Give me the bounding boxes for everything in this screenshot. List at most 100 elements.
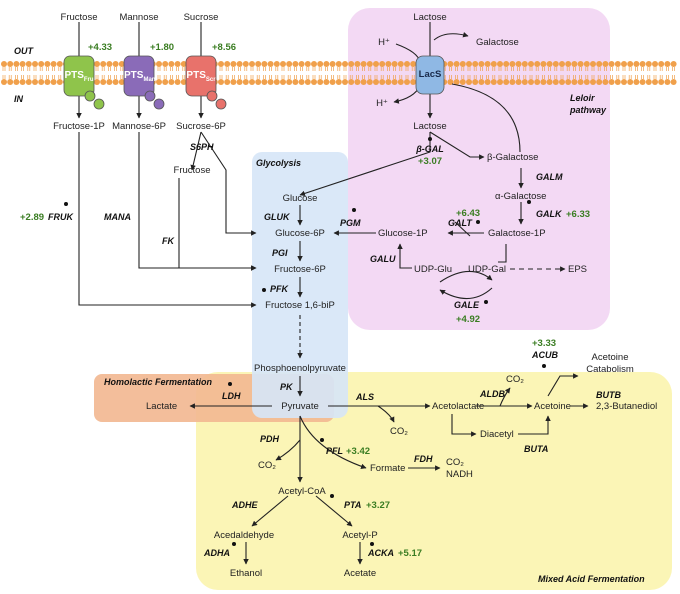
lipid-head	[32, 79, 38, 85]
lipid-head	[180, 79, 187, 85]
lipid-head	[373, 79, 379, 85]
lipid-tail	[380, 67, 384, 71]
lipid-tail	[8, 67, 12, 71]
lipid-tail	[622, 75, 626, 79]
lipid-head	[112, 79, 119, 85]
lipid-head	[466, 79, 472, 85]
acetoine-catabolism-1: Acetoine	[591, 352, 629, 363]
lipid-tail	[486, 67, 489, 71]
lipid-head	[478, 79, 485, 85]
arrow-galt-side	[454, 221, 471, 237]
lipid-tail	[39, 67, 43, 71]
lipid-head	[583, 79, 590, 85]
pts-man-transporter	[123, 55, 165, 110]
lipid-tail	[641, 75, 644, 79]
lipid-tail	[473, 67, 477, 71]
lipid-tail	[182, 75, 186, 79]
lipid-tail	[275, 75, 279, 79]
lipid-tail	[33, 67, 37, 71]
co2-fdh: CO₂	[446, 457, 464, 468]
lipid-head	[515, 79, 522, 85]
lipid-tail	[542, 67, 545, 71]
formate: Formate	[370, 463, 406, 474]
gale-enzyme: GALE	[454, 300, 480, 310]
lipid-tail	[666, 75, 669, 79]
pts-man-fold: +1.80	[150, 42, 175, 53]
lipid-head	[633, 61, 640, 67]
lipid-head	[602, 79, 609, 85]
phosphoenolpyruvate: Phosphoenolpyruvate	[254, 363, 346, 374]
co2-aldb: CO₂	[506, 374, 524, 385]
lipid-head	[645, 79, 652, 85]
lipid-head	[621, 79, 627, 85]
leloir-label: Leloir pathway	[570, 93, 607, 115]
lipid-head	[404, 79, 410, 85]
lipid-head	[379, 61, 386, 67]
lipid-tail	[399, 75, 403, 79]
lipid-head	[329, 61, 336, 67]
lipid-head	[335, 61, 342, 67]
lipid-tail	[95, 67, 99, 71]
lipid-head	[559, 61, 565, 67]
lipid-tail	[238, 67, 241, 71]
mannose-out: Mannose	[119, 12, 159, 23]
lipid-tail	[170, 75, 173, 79]
lipid-tail	[610, 75, 613, 79]
glucose-1p: Glucose-1P	[378, 228, 428, 239]
lipid-head	[404, 61, 410, 67]
galk-fold: +6.33	[566, 209, 591, 220]
lipid-head	[56, 61, 63, 67]
arrow-acetylcoa-acetylp	[315, 495, 353, 527]
lipid-tail	[269, 67, 272, 71]
lactose-out: Lactose	[413, 12, 447, 23]
lipid-tail	[511, 75, 514, 79]
lipid-head	[94, 61, 100, 67]
lipid-head	[410, 79, 417, 85]
acub-fold: +3.33	[532, 338, 557, 349]
lipid-head	[670, 61, 677, 67]
beta-galactose: β-Galactose	[487, 152, 539, 163]
lipid-tail	[628, 75, 632, 79]
lipid-head	[25, 79, 32, 85]
fruk-enzyme: FRUK	[48, 212, 73, 222]
lipid-head	[633, 79, 640, 85]
lipid-head	[366, 61, 373, 67]
lipid-head	[379, 79, 386, 85]
lipid-tail	[628, 67, 632, 71]
lipid-head	[577, 61, 584, 67]
lipid-head	[311, 61, 317, 67]
lipid-head	[497, 79, 503, 85]
lipid-tail	[269, 75, 272, 79]
co2-pdh: CO₂	[258, 460, 276, 471]
acetoine-catabolism-2: Catabolism	[586, 364, 634, 375]
lipid-tail	[374, 67, 378, 71]
lipid-tail	[597, 75, 601, 79]
lipid-head	[571, 79, 578, 85]
lipid-tail	[356, 75, 359, 79]
arrow-als-co2	[377, 405, 395, 423]
pfl-fold: +3.42	[346, 446, 371, 457]
fruk-marker	[64, 202, 68, 206]
lipid-head	[596, 61, 603, 67]
lipid-tail	[622, 67, 626, 71]
lipid-head	[391, 61, 398, 67]
lipid-head	[7, 79, 14, 85]
lipid-head	[546, 79, 553, 85]
lipid-tail	[449, 67, 452, 71]
lipid-tail	[554, 75, 558, 79]
lipid-tail	[560, 75, 564, 79]
gale-marker	[484, 300, 488, 304]
adha-enzyme: ADHA	[204, 548, 230, 558]
lipid-tail	[535, 67, 539, 71]
lipid-head	[242, 61, 249, 67]
lipid-tail	[523, 75, 527, 79]
arrow-gale-cycle-top	[439, 270, 493, 283]
lipid-head	[44, 61, 51, 67]
lipid-tail	[597, 67, 601, 71]
arrow-udpgal-gal1p	[498, 244, 507, 263]
lipid-head	[664, 79, 671, 85]
lipid-tail	[461, 67, 465, 71]
lipid-head	[348, 79, 355, 85]
h-out: H⁺	[378, 37, 390, 48]
lipid-head	[354, 61, 361, 67]
